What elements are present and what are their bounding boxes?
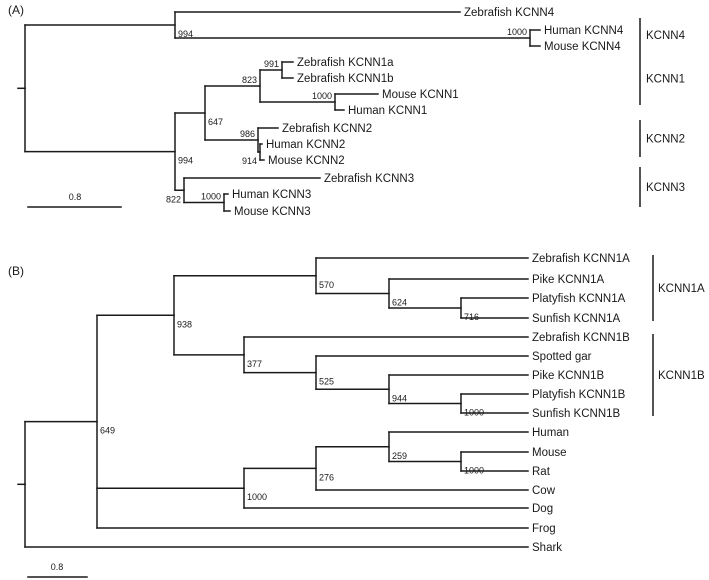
bootstrap-value: 377: [247, 359, 262, 369]
taxon-label: Pike KCNN1A: [532, 274, 605, 286]
taxon-label: Human KCNN4: [544, 25, 624, 37]
taxon-label: Zebrafish KCNN3: [324, 173, 414, 185]
panel-label-b: (B): [8, 264, 24, 278]
bootstrap-value: 570: [319, 280, 334, 290]
taxon-label: Dog: [532, 503, 553, 515]
taxon-label: Shark: [532, 542, 562, 554]
bootstrap-value: 716: [464, 312, 479, 322]
clade-label: KCNN4: [646, 30, 686, 42]
taxon-label: Rat: [532, 466, 551, 478]
taxon-label: Zebrafish KCNN4: [464, 7, 555, 19]
bootstrap-value: 647: [208, 117, 223, 127]
taxon-label: Human KCNN2: [266, 139, 345, 151]
bootstrap-value: 822: [166, 194, 181, 204]
taxon-label: Human KCNN3: [232, 189, 311, 201]
clade-label: KCNN1: [646, 74, 685, 86]
bootstrap-value: 938: [177, 319, 192, 329]
bootstrap-value: 823: [242, 75, 257, 85]
taxon-label: Sunfish KCNN1A: [532, 313, 621, 325]
bootstrap-value: 986: [240, 129, 255, 139]
clade-label: KCNN1A: [658, 283, 705, 295]
bootstrap-value: 944: [392, 393, 407, 403]
clade-label: KCNN3: [646, 182, 685, 194]
panel-label-a: (A): [8, 3, 24, 17]
taxon-label: Mouse KCNN3: [234, 206, 311, 218]
taxon-label: Zebrafish KCNN2: [282, 123, 372, 135]
taxon-label: Cow: [532, 485, 556, 497]
taxon-label: Pike KCNN1B: [532, 370, 605, 382]
taxon-label: Zebrafish KCNN1b: [297, 73, 394, 85]
bootstrap-value: 994: [178, 156, 193, 166]
taxon-label: Platyfish KCNN1A: [532, 293, 626, 305]
taxon-label: Human: [532, 427, 569, 439]
bootstrap-value: 1000: [247, 492, 267, 502]
taxon-label: Platyfish KCNN1B: [532, 389, 626, 401]
taxon-label: Human KCNN1: [348, 105, 427, 117]
scale-bar-label: 0.8: [69, 192, 82, 202]
taxon-label: Mouse KCNN2: [268, 155, 345, 167]
bootstrap-value: 1000: [507, 27, 527, 37]
bootstrap-value: 624: [392, 298, 407, 308]
bootstrap-value: 1000: [312, 91, 332, 101]
taxon-label: Mouse: [532, 447, 567, 459]
bootstrap-value: 649: [100, 426, 115, 436]
taxon-label: Mouse KCNN1: [382, 89, 459, 101]
taxon-label: Mouse KCNN4: [544, 41, 621, 53]
taxon-label: Spotted gar: [532, 351, 592, 363]
taxon-label: Zebrafish KCNN1B: [532, 332, 630, 344]
bootstrap-value: 276: [319, 472, 334, 482]
taxon-label: Zebrafish KCNN1A: [532, 253, 630, 265]
taxon-label: Sunfish KCNN1B: [532, 408, 621, 420]
scale-bar-label: 0.8: [51, 562, 64, 572]
bootstrap-value: 991: [264, 59, 279, 69]
clade-label: KCNN1B: [658, 370, 705, 382]
bootstrap-value: 525: [319, 377, 334, 387]
bootstrap-value: 914: [242, 156, 257, 166]
taxon-label: Zebrafish KCNN1a: [297, 57, 394, 69]
taxon-label: Frog: [532, 523, 556, 535]
bootstrap-value: 259: [392, 451, 407, 461]
bootstrap-value: 1000: [201, 192, 221, 202]
bootstrap-value: 994: [178, 29, 193, 39]
clade-label: KCNN2: [646, 134, 685, 146]
